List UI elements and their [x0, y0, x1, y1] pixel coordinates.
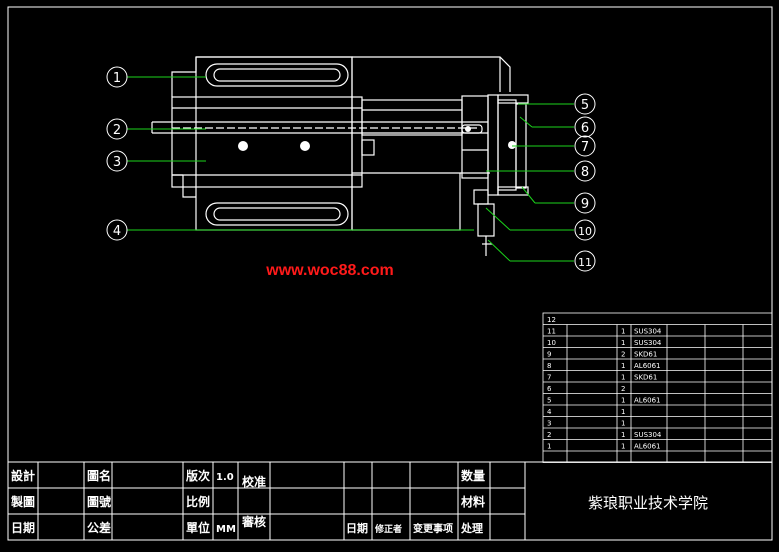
leader-lines: [127, 76, 574, 262]
part-no: 2: [547, 431, 551, 439]
part-no: 3: [547, 420, 551, 428]
part-no: 8: [547, 362, 551, 370]
unit-label: 單位: [186, 520, 210, 535]
part-qty: 2: [621, 351, 625, 359]
balloon-group: [106, 66, 596, 272]
date-label: 日期: [11, 520, 35, 535]
part-qty: 2: [621, 385, 625, 393]
balloon-7: 7: [581, 140, 589, 155]
part-no: 10: [547, 339, 556, 347]
part-no: 6: [547, 385, 552, 393]
balloon-4: 4: [113, 224, 121, 239]
balloon-8: 8: [581, 165, 589, 180]
balloon-3: 3: [113, 155, 121, 170]
balloon-11: 11: [578, 256, 592, 269]
number-label: 圖號: [87, 494, 111, 509]
process-label: 处理: [460, 521, 483, 535]
title-block: [7, 461, 773, 541]
part-qty: 1: [621, 328, 625, 336]
name-label: 圖名: [87, 468, 111, 483]
part-material: AL6061: [634, 397, 661, 405]
drawing-label: 製圖: [10, 494, 35, 509]
quantity-label: 数量: [461, 468, 485, 483]
modifier-label: 修正者: [374, 523, 402, 535]
part-no: 11: [547, 328, 556, 336]
part-qty: 1: [621, 362, 625, 370]
part-material: AL6061: [634, 362, 661, 370]
change-item-label: 变更事项: [413, 522, 453, 535]
part-material: SUS304: [634, 339, 662, 347]
part-no: 7: [547, 374, 551, 382]
parts-table-index: 12: [547, 316, 556, 324]
part-material: SUS304: [634, 431, 662, 439]
version-label: 版次: [186, 468, 210, 483]
unit-value: MM: [216, 524, 236, 535]
assembly-view: [151, 56, 529, 256]
balloon-5: 5: [581, 98, 589, 113]
part-qty: 1: [621, 443, 625, 451]
school-name: 紫琅职业技术学院: [588, 494, 708, 512]
watermark-text: www.woc88.com: [265, 262, 393, 279]
balloon-2: 2: [113, 123, 121, 138]
bearing-marks: [238, 126, 516, 151]
parts-table: [542, 312, 773, 463]
review-label: 審核: [241, 514, 266, 529]
balloon-10: 10: [578, 225, 592, 238]
change-date-label: 日期: [346, 521, 368, 535]
check-label: 校准: [242, 474, 266, 489]
tolerance-label: 公差: [87, 520, 111, 535]
balloon-1: 1: [113, 71, 121, 86]
part-qty: 1: [621, 397, 625, 405]
part-no: 4: [547, 408, 552, 416]
balloon-6: 6: [581, 121, 589, 136]
scale-label: 比例: [186, 494, 210, 509]
part-no: 5: [547, 397, 551, 405]
part-qty: 1: [621, 339, 625, 347]
balloon-9: 9: [581, 197, 589, 212]
part-qty: 1: [621, 431, 625, 439]
part-material: SKD61: [634, 374, 657, 382]
part-qty: 1: [621, 420, 625, 428]
version-value: 1.0: [216, 472, 234, 483]
part-qty: 1: [621, 408, 625, 416]
part-material: SKD61: [634, 351, 657, 359]
part-material: SUS304: [634, 328, 662, 336]
design-label: 設計: [11, 468, 35, 483]
part-no: 1: [547, 443, 551, 451]
material-label: 材料: [460, 494, 485, 509]
part-qty: 1: [621, 374, 625, 382]
part-no: 9: [547, 351, 551, 359]
part-material: AL6061: [634, 443, 661, 451]
